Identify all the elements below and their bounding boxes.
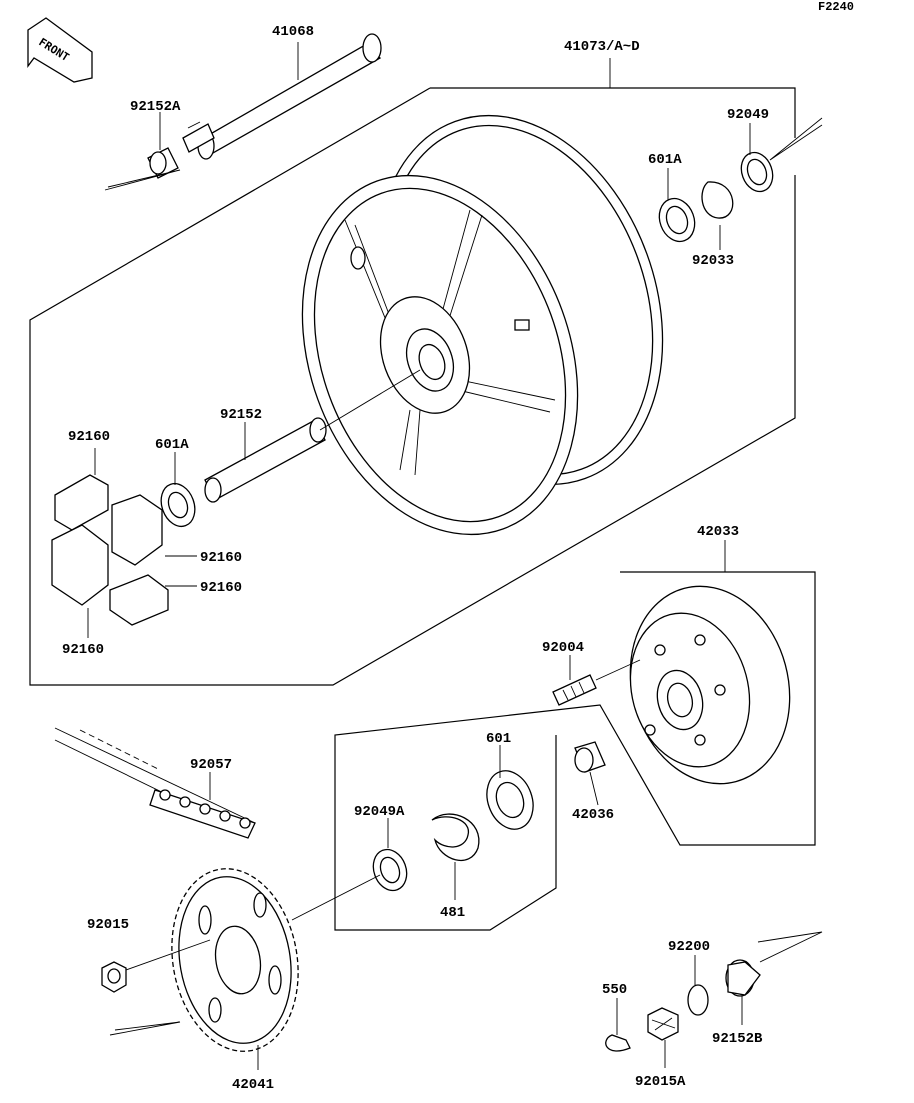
- damper-rubber-c-part: [51, 524, 109, 606]
- label-601A-left: 601A: [155, 437, 189, 453]
- rear-wheel-part: [301, 114, 664, 536]
- label-92033: 92033: [692, 253, 734, 269]
- label-92152B: 92152B: [712, 1031, 763, 1047]
- front-arrow-icon: FRONT: [27, 17, 93, 83]
- bearing-601A-left-part: [160, 482, 196, 528]
- label-92015: 92015: [87, 917, 129, 933]
- label-42036: 42036: [572, 807, 614, 823]
- label-leaders: [87, 42, 751, 1070]
- stud-92004-part: [552, 674, 597, 706]
- label-42041: 42041: [232, 1077, 274, 1093]
- leader-stud: [595, 659, 641, 681]
- cotter-pin-550-part: [605, 1034, 631, 1052]
- label-92200: 92200: [668, 939, 710, 955]
- oil-seal-92049A-part: [372, 848, 408, 892]
- leader-nut: [125, 939, 211, 971]
- label-92057: 92057: [190, 757, 232, 773]
- collar-42036-part: [574, 741, 606, 773]
- label-92160-top: 92160: [68, 429, 110, 445]
- leader-92152A-arrow: [104, 169, 181, 191]
- bearing-601-part: [486, 770, 534, 830]
- bearing-601A-top-part: [658, 197, 696, 243]
- label-601A-top: 601A: [648, 152, 682, 168]
- label-42033: 42033: [697, 524, 739, 540]
- diagram-code: F2240: [818, 0, 854, 14]
- label-41073: 41073/A~D: [564, 39, 640, 55]
- drive-chain-part: [54, 727, 256, 839]
- label-41068: 41068: [272, 24, 314, 40]
- washer-92200-part: [687, 984, 709, 1016]
- label-550: 550: [602, 982, 627, 998]
- axle-nut-part: [147, 147, 179, 179]
- leader-92152B-arrow: [757, 931, 823, 963]
- circlip-481-part: [431, 813, 480, 861]
- collar-92152-part: [204, 417, 327, 503]
- nut-92015-part: [101, 961, 127, 993]
- leader-seal-sprocket: [291, 874, 381, 921]
- leader-92049-arrow: [769, 117, 823, 161]
- label-92152A: 92152A: [130, 99, 181, 115]
- wheel-group-outline-top: [430, 87, 796, 138]
- nut-92015A-part: [647, 1007, 679, 1041]
- label-92160-mid: 92160: [200, 550, 242, 566]
- rear-sprocket-part: [171, 868, 299, 1052]
- damper-rubber-b-part: [111, 494, 163, 566]
- label-92004: 92004: [542, 640, 584, 656]
- leader-sprocket-arrow: [109, 1021, 181, 1036]
- sprocket-coupling-part: [629, 585, 791, 785]
- axle-part: [182, 33, 382, 160]
- damper-rubber-a-part: [54, 474, 109, 531]
- wheel-group-outline: [29, 87, 796, 686]
- coupling-group-outline: [334, 571, 816, 931]
- damper-rubber-d-part: [109, 574, 169, 626]
- collar-92152B-part: [725, 959, 761, 997]
- label-481: 481: [440, 905, 465, 921]
- leader-collar-hub: [319, 369, 421, 431]
- label-601: 601: [486, 731, 511, 747]
- label-92160-bottom: 92160: [62, 642, 104, 658]
- label-92160-lower: 92160: [200, 580, 242, 596]
- oil-seal-92049-part: [740, 151, 774, 193]
- label-92049: 92049: [727, 107, 769, 123]
- label-92049A: 92049A: [354, 804, 405, 820]
- label-92152: 92152: [220, 407, 262, 423]
- circlip-92033-part: [701, 181, 734, 219]
- label-92015A: 92015A: [635, 1074, 686, 1090]
